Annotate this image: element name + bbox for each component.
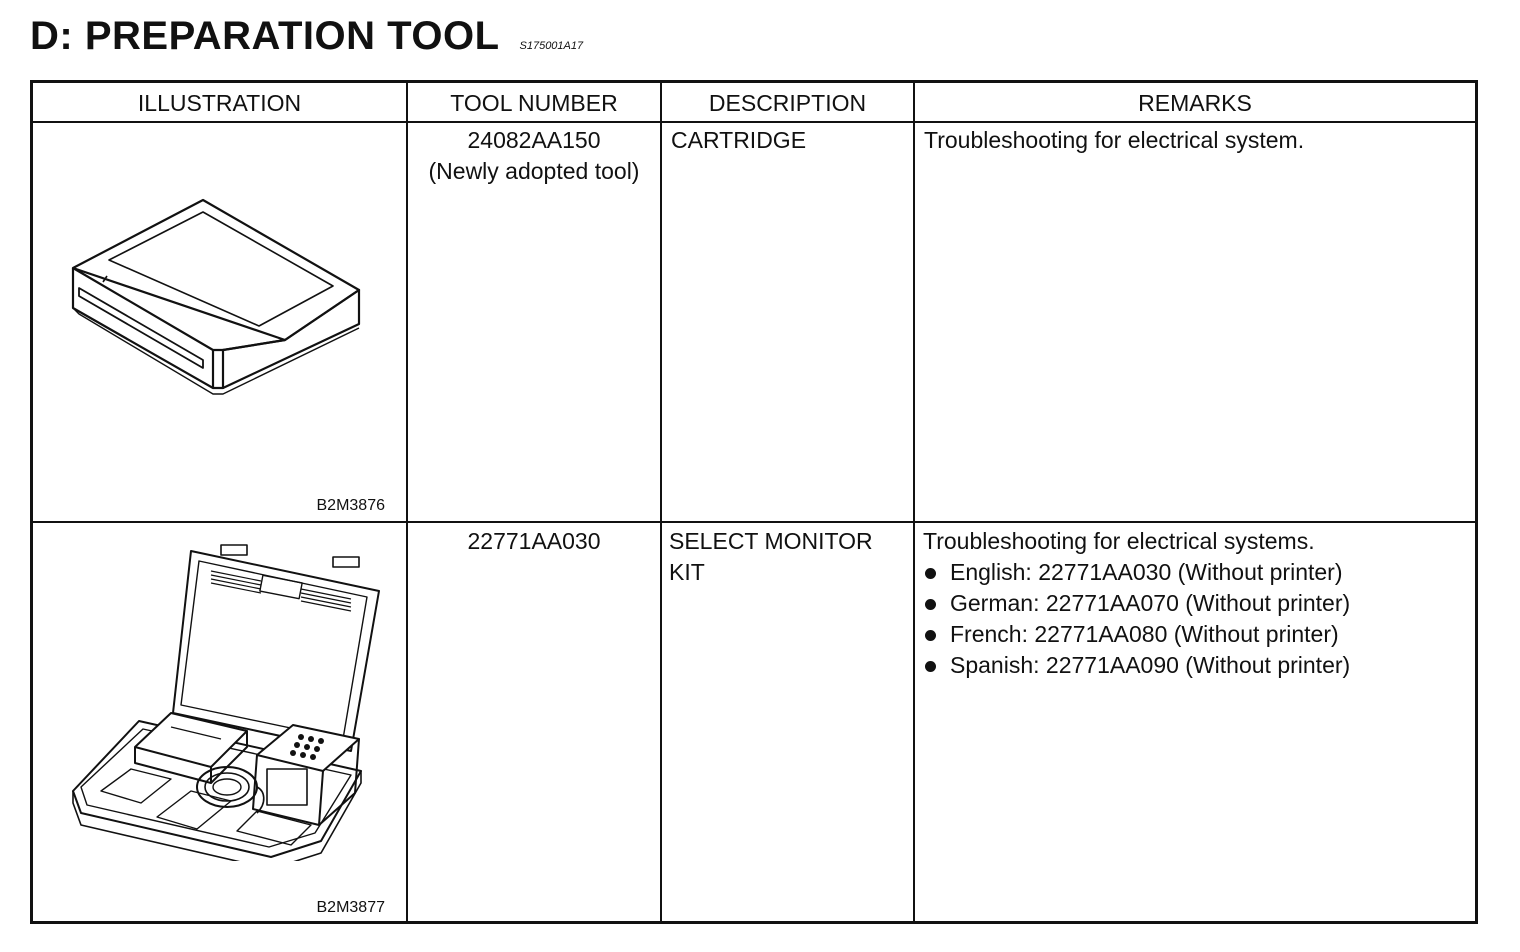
tool-number-note: (Newly adopted tool): [428, 158, 640, 184]
select-monitor-kit-illustration: [72, 544, 380, 861]
remarks-cell: Troubleshooting for electrical system.: [924, 125, 1469, 156]
description-cell: SELECT MONITOR KIT: [669, 526, 911, 588]
section-code: S175001A17: [519, 40, 584, 52]
page-title: D: PREPARATION TOOL: [30, 14, 500, 58]
bullet-icon: [925, 661, 936, 672]
remarks-cell: Troubleshooting for electrical systems. …: [923, 526, 1471, 681]
tool-number-cell: 24082AA150 (Newly adopted tool): [408, 125, 660, 187]
remarks-text: Troubleshooting for electrical systems.: [923, 528, 1315, 554]
bullet-icon: [925, 599, 936, 610]
header-remarks: REMARKS: [1138, 89, 1252, 116]
header-divider: [33, 121, 1475, 123]
list-item: German: 22771AA070 (Without printer): [923, 588, 1471, 619]
bullet-icon: [925, 568, 936, 579]
header-description: DESCRIPTION: [708, 89, 867, 116]
column-divider: [660, 83, 662, 921]
language-version-list: English: 22771AA030 (Without printer) Ge…: [923, 557, 1471, 681]
header-tool-number: TOOL NUMBER: [450, 89, 618, 116]
figure-label: B2M3877: [316, 899, 386, 916]
column-divider: [406, 83, 408, 921]
description-text: CARTRIDGE: [671, 127, 807, 153]
preparation-tool-table: ILLUSTRATION TOOL NUMBER DESCRIPTION REM…: [30, 80, 1478, 924]
figure-label: B2M3876: [316, 497, 386, 514]
tool-number: 24082AA150: [467, 127, 601, 153]
description-cell: CARTRIDGE: [671, 125, 911, 156]
remarks-text: Troubleshooting for electrical system.: [924, 127, 1305, 153]
list-item: French: 22771AA080 (Without printer): [923, 619, 1471, 650]
tool-number-cell: 22771AA030: [408, 526, 660, 557]
list-item: Spanish: 22771AA090 (Without printer): [923, 650, 1471, 681]
page-heading: D: PREPARATION TOOL S175001A17: [30, 14, 583, 59]
description-line: SELECT MONITOR: [669, 528, 873, 554]
row-divider: [33, 521, 1475, 523]
tool-number: 22771AA030: [467, 528, 601, 554]
header-illustration: ILLUSTRATION: [137, 89, 302, 116]
cartridge-illustration: [71, 198, 361, 395]
list-item: English: 22771AA030 (Without printer): [923, 557, 1471, 588]
bullet-icon: [925, 630, 936, 641]
description-line: KIT: [669, 559, 705, 585]
column-divider: [913, 83, 915, 921]
